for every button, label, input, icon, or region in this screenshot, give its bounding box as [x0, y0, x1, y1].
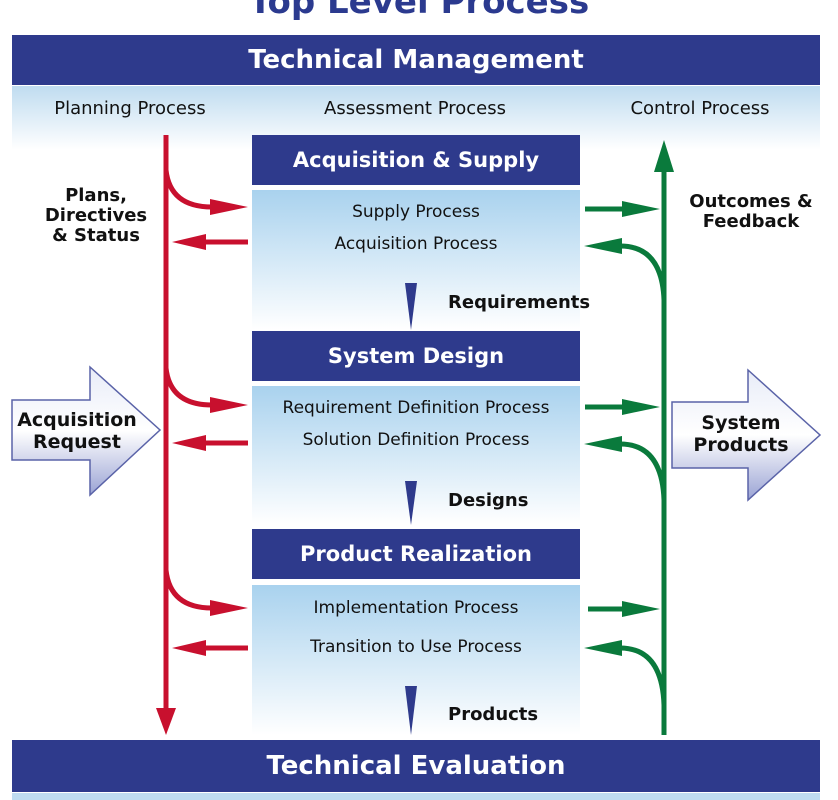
- designs-label: Designs: [448, 490, 529, 511]
- stage-system-design-body: [252, 386, 580, 524]
- red-arrowhead-out-3: [172, 640, 206, 656]
- supply-process-item: Supply Process: [352, 202, 480, 222]
- solution-definition-item: Solution Definition Process: [302, 430, 530, 450]
- assessment-process-label: Assessment Process: [324, 98, 506, 119]
- acquisition-process-item: Acquisition Process: [334, 234, 498, 254]
- planning-red-arrowhead: [156, 708, 176, 735]
- plans-directives-status-label: Plans, Directives & Status: [44, 185, 148, 246]
- red-branch-2: [163, 367, 213, 408]
- requirement-definition-item: Requirement Definition Process: [282, 398, 550, 418]
- red-branch-1: [163, 169, 213, 210]
- red-arrowhead-in-3: [210, 600, 248, 616]
- red-arrowhead-in-1: [210, 199, 248, 215]
- diagram-title: Top Level Process: [248, 0, 590, 22]
- technical-evaluation-bar: Technical Evaluation: [12, 740, 820, 792]
- stage-product-realization-header: Product Realization: [252, 529, 580, 579]
- green-arrowhead-out-3: [622, 601, 660, 617]
- green-arrowhead-in-3: [584, 640, 622, 656]
- control-process-label: Control Process: [630, 98, 770, 119]
- outcomes-feedback-label: Outcomes & Feedback: [689, 191, 813, 232]
- green-arrowhead-out-2: [622, 399, 660, 415]
- down-arrow-requirements: [405, 283, 417, 330]
- products-label: Products: [448, 704, 539, 725]
- system-products-arrow: [671, 368, 822, 502]
- system-products-label: System Products: [693, 412, 789, 456]
- stage-system-design-header: System Design: [252, 331, 580, 381]
- planning-process-label: Planning Process: [54, 98, 206, 119]
- acquisition-request-arrow: [11, 365, 162, 497]
- down-arrow-products: [405, 686, 417, 735]
- control-green-arrowhead: [654, 140, 674, 172]
- red-branch-3: [163, 569, 213, 611]
- green-arrowhead-in-1: [584, 238, 622, 254]
- green-arrowhead-out-1: [622, 201, 660, 217]
- green-return-1: [619, 243, 667, 301]
- red-arrowhead-out-1: [172, 234, 206, 250]
- evaluation-band: [12, 793, 820, 800]
- acquisition-request-label: Acquisition Request: [17, 409, 137, 453]
- transition-to-use-item: Transition to Use Process: [310, 637, 522, 657]
- red-arrowhead-out-2: [172, 435, 206, 451]
- stage-product-realization-body: [252, 585, 580, 735]
- green-arrowhead-in-2: [584, 436, 622, 452]
- technical-management-bar: Technical Management: [12, 35, 820, 85]
- implementation-process-item: Implementation Process: [313, 598, 519, 618]
- down-arrow-designs: [405, 481, 417, 525]
- stage-acquisition-supply-header: Acquisition & Supply: [252, 135, 580, 185]
- green-return-3: [619, 645, 667, 706]
- red-arrowhead-in-2: [210, 397, 248, 413]
- stage-acquisition-supply-body: [252, 190, 580, 330]
- green-return-2: [619, 441, 667, 501]
- requirements-label: Requirements: [448, 292, 591, 313]
